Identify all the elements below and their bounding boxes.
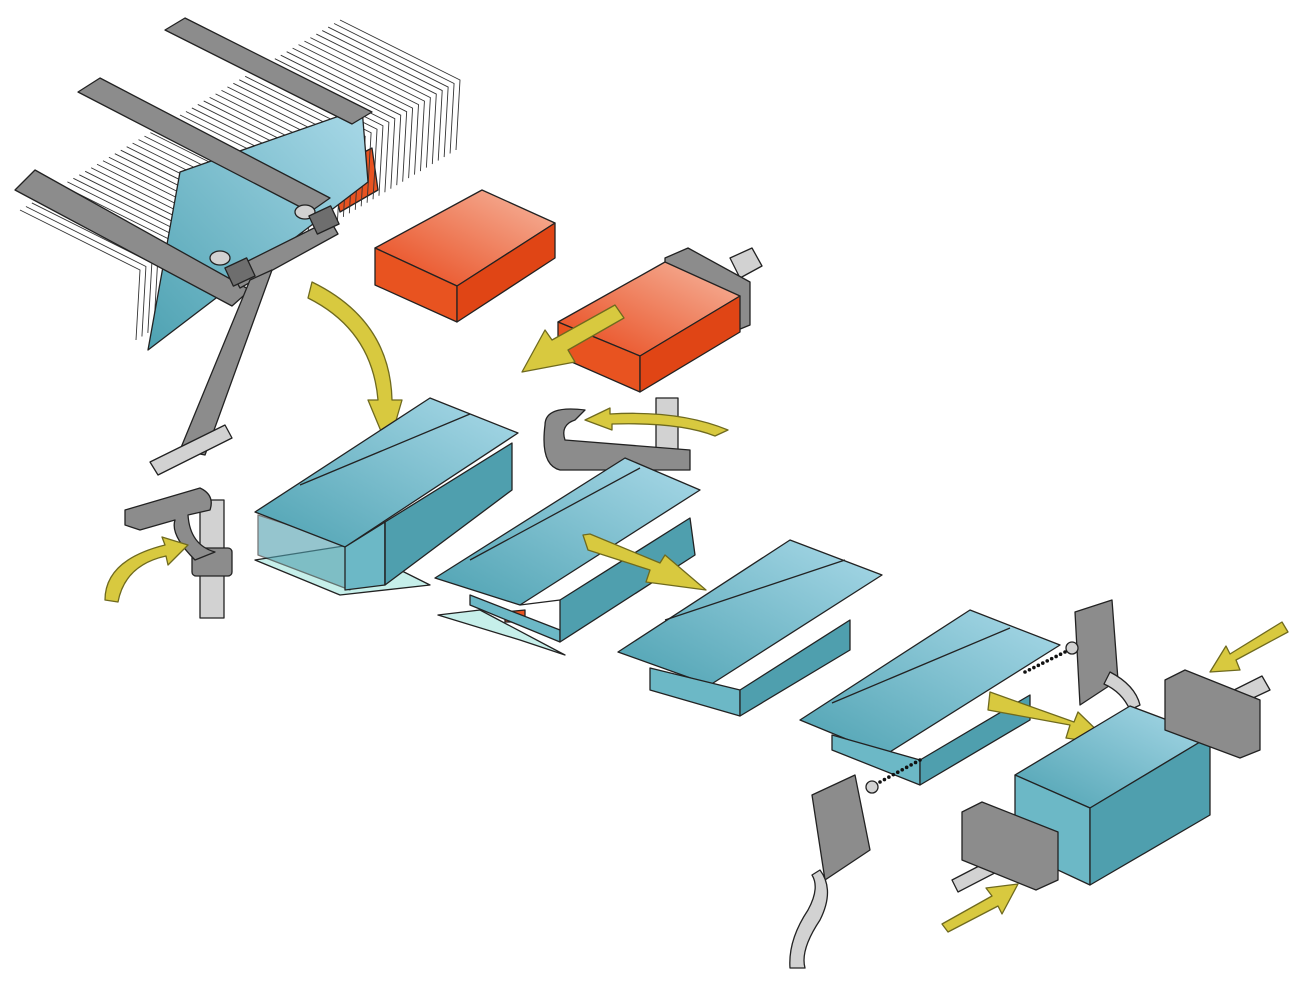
photo-sensor <box>789 774 879 969</box>
product-block <box>557 261 741 393</box>
fin-line <box>292 47 414 179</box>
fin-line <box>327 26 449 158</box>
closing-carton <box>617 539 883 717</box>
hook-arm <box>543 408 691 471</box>
fin-line <box>274 58 396 189</box>
beam-dot <box>1063 650 1067 654</box>
beam-dot <box>887 775 891 779</box>
beam-dot <box>900 767 905 772</box>
arm-pivot-rod <box>149 424 233 476</box>
arm-nut <box>224 257 256 287</box>
beam-dot <box>1032 665 1036 670</box>
fin-line <box>322 30 443 161</box>
fin-line <box>286 51 408 182</box>
beam-dot <box>904 765 909 770</box>
motion-arrow <box>307 281 403 449</box>
magazine-bar <box>77 77 331 213</box>
fin-line <box>304 40 425 172</box>
suction-arm <box>149 205 340 476</box>
pusher-rod <box>729 247 763 279</box>
fin-line <box>280 54 402 186</box>
open-carton <box>254 397 519 596</box>
arm-nut <box>308 205 340 235</box>
beam-dot <box>878 780 882 784</box>
open-carton-filled <box>434 457 701 656</box>
folder-plate <box>1164 669 1261 759</box>
photo-sensor <box>1065 599 1141 711</box>
beam-dot <box>1027 667 1032 672</box>
folder-plate <box>961 801 1059 891</box>
beam-dot <box>1049 656 1054 661</box>
beam-dot <box>895 770 900 775</box>
hook-arm <box>124 487 216 561</box>
beam-dot <box>1054 654 1058 659</box>
beam-dot <box>918 758 922 762</box>
beam-dot <box>1023 670 1027 674</box>
motion-arrow <box>582 533 707 591</box>
beam-dot <box>1058 652 1063 657</box>
carton-magazine <box>14 17 461 351</box>
fin-line <box>310 37 431 168</box>
beam-dot <box>913 760 918 765</box>
rotating-hook <box>543 397 729 471</box>
motion-arrow <box>584 407 729 437</box>
motion-arrow <box>104 536 189 603</box>
fin-line <box>333 23 455 154</box>
beam-dot <box>882 777 887 782</box>
fin-line <box>25 206 147 337</box>
beam-dot <box>909 763 913 767</box>
beam-dot <box>891 772 896 777</box>
fin-line <box>19 209 141 341</box>
magazine-bar <box>164 17 373 125</box>
product-block <box>374 189 556 323</box>
rotating-hook <box>104 487 233 619</box>
flap-folder <box>941 801 1059 933</box>
beam-dot <box>1036 663 1041 668</box>
beam-dot <box>1040 661 1045 665</box>
fin-line <box>339 19 461 151</box>
motion-arrow <box>1209 621 1289 673</box>
suction-cup <box>209 250 231 266</box>
motion-arrow <box>941 883 1019 933</box>
motion-arrow <box>521 304 625 373</box>
fin-line <box>298 44 419 175</box>
beam-dot <box>1045 659 1050 663</box>
fin-line <box>316 33 437 165</box>
arm-lever <box>179 269 273 456</box>
flap-folder <box>1164 621 1289 759</box>
light-beam <box>878 650 1067 784</box>
